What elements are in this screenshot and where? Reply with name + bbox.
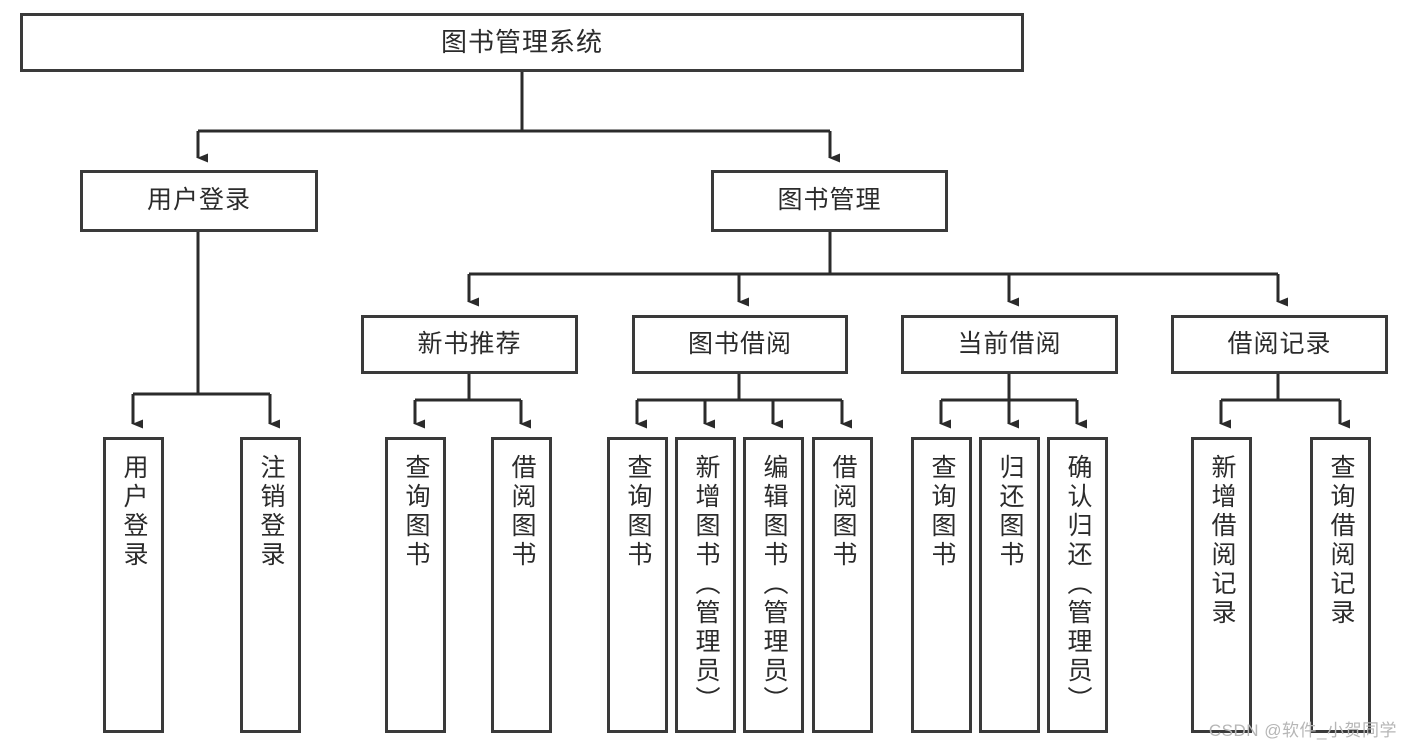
node-label: 新书推荐 bbox=[417, 329, 522, 358]
node-label: 查询图书 bbox=[624, 454, 652, 570]
leaf-confirm-return-admin[interactable]: 确认归还（管理员） bbox=[1047, 437, 1108, 733]
node-borrow-record[interactable]: 借阅记录 bbox=[1171, 315, 1388, 374]
node-label: 借阅图书 bbox=[508, 454, 536, 570]
node-label: 确认归还（管理员） bbox=[1064, 454, 1092, 715]
node-label: 查询借阅记录 bbox=[1327, 454, 1355, 628]
leaf-logout[interactable]: 注销登录 bbox=[240, 437, 301, 733]
leaf-add-borrow-record[interactable]: 新增借阅记录 bbox=[1191, 437, 1252, 733]
leaf-query-book-current[interactable]: 查询图书 bbox=[911, 437, 972, 733]
node-label: 查询图书 bbox=[402, 454, 430, 570]
node-label: 图书借阅 bbox=[687, 329, 792, 358]
node-label: 当前借阅 bbox=[957, 329, 1062, 358]
node-user-login[interactable]: 用户登录 bbox=[80, 170, 318, 232]
node-root-library-management-system[interactable]: 图书管理系统 bbox=[20, 13, 1024, 72]
leaf-edit-book-admin[interactable]: 编辑图书（管理员） bbox=[743, 437, 804, 733]
leaf-query-book-borrow[interactable]: 查询图书 bbox=[607, 437, 668, 733]
node-label: 归还图书 bbox=[996, 454, 1024, 570]
leaf-query-borrow-record[interactable]: 查询借阅记录 bbox=[1310, 437, 1371, 733]
node-new-book-recommend[interactable]: 新书推荐 bbox=[361, 315, 578, 374]
edges-bookmgmt-to-level3 bbox=[467, 232, 1288, 307]
edges-bookborrow-to-leaves bbox=[635, 374, 852, 429]
node-current-borrow[interactable]: 当前借阅 bbox=[901, 315, 1118, 374]
edges-userlogin-to-leaves bbox=[131, 232, 280, 429]
node-label: 编辑图书（管理员） bbox=[760, 454, 788, 715]
node-book-management[interactable]: 图书管理 bbox=[711, 170, 948, 232]
edges-root-to-level2 bbox=[196, 72, 840, 163]
node-label: 查询图书 bbox=[928, 454, 956, 570]
leaf-return-book[interactable]: 归还图书 bbox=[979, 437, 1040, 733]
node-label: 图书管理 bbox=[777, 186, 882, 215]
leaf-borrow-book-recommend[interactable]: 借阅图书 bbox=[491, 437, 552, 733]
node-label: 注销登录 bbox=[257, 454, 285, 570]
edges-newbook-to-leaves bbox=[413, 374, 531, 429]
node-label: 借阅图书 bbox=[829, 454, 857, 570]
node-label: 借阅记录 bbox=[1227, 329, 1332, 358]
node-book-borrow[interactable]: 图书借阅 bbox=[632, 315, 848, 374]
leaf-add-book-admin[interactable]: 新增图书（管理员） bbox=[675, 437, 736, 733]
leaf-query-book-recommend[interactable]: 查询图书 bbox=[385, 437, 446, 733]
leaf-user-login[interactable]: 用户登录 bbox=[103, 437, 164, 733]
watermark-text: CSDN @软件_小贺同学 bbox=[1208, 721, 1397, 740]
node-label: 新增借阅记录 bbox=[1208, 454, 1236, 628]
edges-currentborrow-to-leaves bbox=[939, 374, 1087, 429]
edges-borrowrecord-to-leaves bbox=[1219, 374, 1350, 429]
node-label: 用户登录 bbox=[146, 186, 251, 215]
node-label: 新增图书（管理员） bbox=[692, 454, 720, 715]
node-label: 图书管理系统 bbox=[440, 27, 603, 58]
leaf-borrow-book[interactable]: 借阅图书 bbox=[812, 437, 873, 733]
node-label: 用户登录 bbox=[120, 454, 148, 570]
